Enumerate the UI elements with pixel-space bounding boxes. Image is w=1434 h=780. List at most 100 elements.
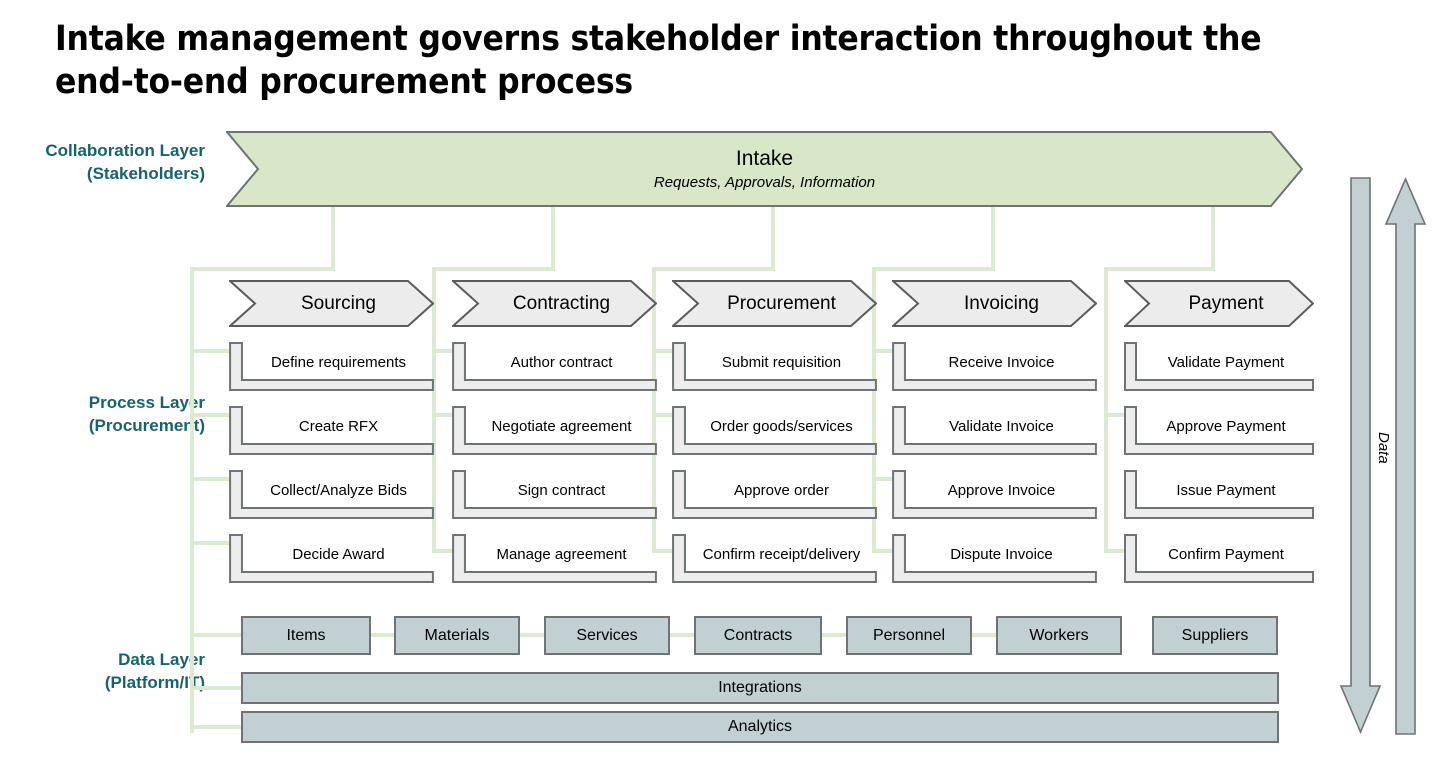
data-chip-suppliers[interactable]: Suppliers bbox=[1152, 616, 1278, 655]
task-item[interactable]: Approve Invoice bbox=[892, 470, 1097, 519]
task-item[interactable]: Dispute Invoice bbox=[892, 534, 1097, 583]
task-item[interactable]: Approve Payment bbox=[1124, 406, 1314, 455]
task-label: Negotiate agreement bbox=[491, 417, 632, 435]
connector-drop-contracting bbox=[551, 207, 555, 269]
chevron-shape bbox=[452, 280, 657, 327]
connector-drop-procurement bbox=[771, 207, 775, 269]
process-header-procurement[interactable]: Procurement bbox=[672, 280, 877, 327]
process-header-sourcing[interactable]: Sourcing bbox=[229, 280, 434, 327]
data-chip-items[interactable]: Items bbox=[241, 616, 371, 655]
chip-link-items-materials bbox=[369, 633, 396, 637]
l-bracket-icon bbox=[672, 470, 877, 519]
process-header-label: Procurement bbox=[727, 292, 836, 314]
stub-sourcing-4 bbox=[190, 541, 232, 545]
l-bracket-icon bbox=[229, 534, 434, 583]
chevron-outline-icon bbox=[672, 280, 877, 327]
chevron-outline-icon bbox=[452, 280, 657, 327]
connector-turn-contracting bbox=[432, 267, 555, 271]
task-item[interactable]: Validate Invoice bbox=[892, 406, 1097, 455]
task-label: Order goods/services bbox=[710, 417, 853, 435]
task-label: Receive Invoice bbox=[948, 353, 1055, 371]
stub-sourcing-1 bbox=[190, 349, 232, 353]
spine-payment bbox=[1104, 267, 1108, 552]
connector-turn-procurement bbox=[652, 267, 775, 271]
chevron-shape bbox=[229, 280, 434, 327]
task-label: Issue Payment bbox=[1176, 481, 1276, 499]
l-bracket-icon bbox=[452, 534, 657, 583]
l-bracket-icon bbox=[892, 470, 1097, 519]
connector-turn-payment bbox=[1104, 267, 1215, 271]
chevron-outline-icon bbox=[229, 280, 434, 327]
task-item[interactable]: Collect/Analyze Bids bbox=[229, 470, 434, 519]
process-header-label: Payment bbox=[1188, 292, 1264, 314]
data-chip-materials[interactable]: Materials bbox=[394, 616, 520, 655]
task-item[interactable]: Validate Payment bbox=[1124, 342, 1314, 391]
l-bracket-icon bbox=[229, 342, 434, 391]
l-bracket-icon bbox=[1124, 470, 1314, 519]
data-chip-workers[interactable]: Workers bbox=[996, 616, 1122, 655]
stub-data-analytics bbox=[190, 725, 245, 729]
task-item[interactable]: Receive Invoice bbox=[892, 342, 1097, 391]
data-chip-personnel[interactable]: Personnel bbox=[846, 616, 972, 655]
task-item[interactable]: Order goods/services bbox=[672, 406, 877, 455]
process-header-invoicing[interactable]: Invoicing bbox=[892, 280, 1097, 327]
l-bracket-icon bbox=[672, 406, 877, 455]
layer-label-data: Data Layer (Platform/IT) bbox=[104, 650, 205, 692]
l-bracket-icon bbox=[229, 470, 434, 519]
process-header-label: Contracting bbox=[512, 292, 611, 314]
process-header-contracting[interactable]: Contracting bbox=[452, 280, 657, 327]
intake-banner-text: Intake Requests, Approvals, Information bbox=[226, 131, 1303, 207]
task-item[interactable]: Negotiate agreement bbox=[452, 406, 657, 455]
data-flow-arrows bbox=[1339, 176, 1427, 735]
intake-title: Intake bbox=[735, 146, 794, 170]
task-label: Confirm receipt/delivery bbox=[702, 545, 861, 563]
layer-label-process: Process Layer (Procurement) bbox=[88, 393, 205, 435]
task-item[interactable]: Decide Award bbox=[229, 534, 434, 583]
task-item[interactable]: Manage agreement bbox=[452, 534, 657, 583]
l-bracket-icon bbox=[452, 406, 657, 455]
process-column-procurement: Procurement Submit requisition Order goo… bbox=[672, 280, 877, 583]
task-label: Define requirements bbox=[270, 353, 407, 371]
task-item[interactable]: Create RFX bbox=[229, 406, 434, 455]
data-chip-contracts[interactable]: Contracts bbox=[694, 616, 822, 655]
task-item[interactable]: Define requirements bbox=[229, 342, 434, 391]
task-item[interactable]: Sign contract bbox=[452, 470, 657, 519]
chevron-outline-icon bbox=[892, 280, 1097, 327]
task-item[interactable]: Confirm receipt/delivery bbox=[672, 534, 877, 583]
task-label: Validate Invoice bbox=[949, 417, 1054, 435]
down-arrow-icon bbox=[1339, 177, 1382, 735]
process-header-label: Sourcing bbox=[301, 292, 376, 314]
connector-turn-sourcing bbox=[190, 267, 335, 271]
chevron-shape bbox=[892, 280, 1097, 327]
l-bracket-icon bbox=[672, 534, 877, 583]
chip-link-materials-services bbox=[519, 633, 546, 637]
l-bracket-icon bbox=[452, 470, 657, 519]
l-bracket-icon bbox=[229, 406, 434, 455]
l-bracket-icon bbox=[672, 342, 877, 391]
data-bar-analytics[interactable]: Analytics bbox=[241, 711, 1279, 743]
task-item[interactable]: Author contract bbox=[452, 342, 657, 391]
chip-link-personnel-workers bbox=[970, 633, 997, 637]
process-header-payment[interactable]: Payment bbox=[1124, 280, 1314, 327]
process-column-invoicing: Invoicing Receive Invoice Validate Invoi… bbox=[892, 280, 1097, 583]
l-bracket-icon bbox=[892, 342, 1097, 391]
l-bracket-icon bbox=[452, 342, 657, 391]
task-item[interactable]: Approve order bbox=[672, 470, 877, 519]
l-bracket-icon bbox=[1124, 406, 1314, 455]
connector-drop-payment bbox=[1211, 207, 1215, 269]
chevron-shape bbox=[1124, 280, 1314, 327]
task-label: Dispute Invoice bbox=[950, 545, 1053, 563]
task-item[interactable]: Confirm Payment bbox=[1124, 534, 1314, 583]
up-arrow-icon bbox=[1384, 176, 1427, 735]
data-chip-services[interactable]: Services bbox=[544, 616, 670, 655]
task-item[interactable]: Issue Payment bbox=[1124, 470, 1314, 519]
data-bar-integrations[interactable]: Integrations bbox=[241, 672, 1279, 704]
task-label: Manage agreement bbox=[496, 545, 627, 563]
task-item[interactable]: Submit requisition bbox=[672, 342, 877, 391]
l-bracket-icon bbox=[1124, 534, 1314, 583]
connector-drop-sourcing bbox=[331, 207, 335, 269]
process-column-sourcing: Sourcing Define requirements Create RFX … bbox=[229, 280, 434, 583]
process-column-contracting: Contracting Author contract Negotiate ag… bbox=[452, 280, 657, 583]
chevron-shape bbox=[672, 280, 877, 327]
task-label: Create RFX bbox=[298, 417, 379, 435]
